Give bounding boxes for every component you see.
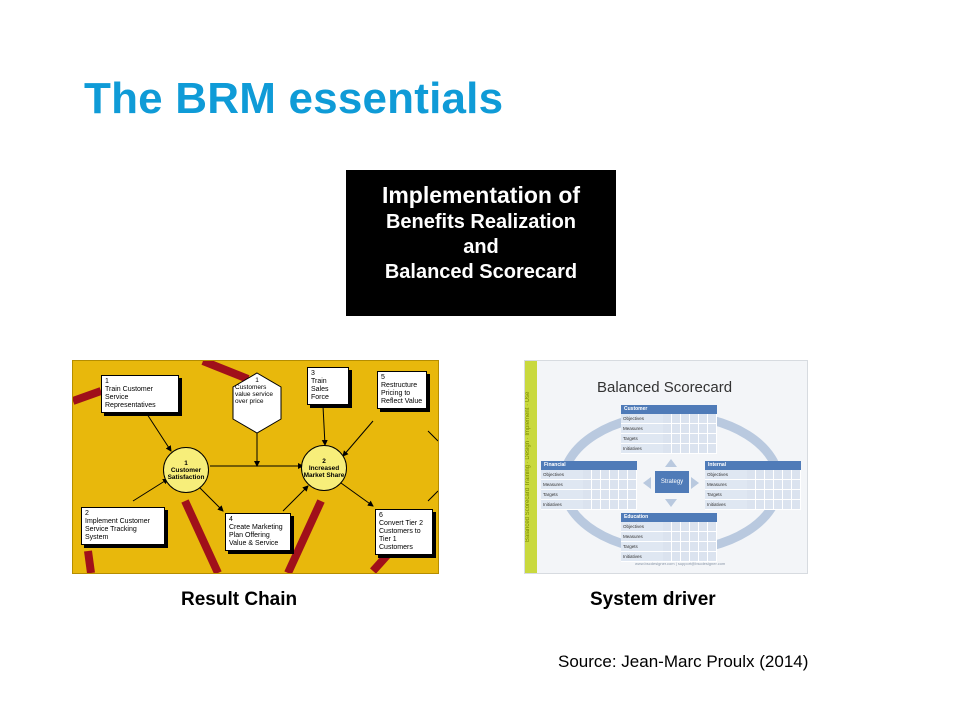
scorecard-panel-internal: Internal Objectives Measures Targets Ini… [705,461,801,510]
row-label: Objectives [621,522,663,531]
assumption-hexagon [232,372,282,434]
arrow [427,430,438,442]
row-label: Objectives [621,414,663,423]
slide-title: The BRM essentials [84,74,504,123]
outcome-circle: 2 Increased Market Share [301,445,347,491]
row-label: Initiatives [705,500,747,509]
arrow [321,405,328,446]
stripe [284,499,325,573]
row-label: Measures [621,424,663,433]
arrow [340,482,374,507]
result-node: 3 Train Sales Force [307,367,349,405]
stripe [201,361,250,383]
scorecard-panel-customer: Customer Objectives Measures Targets Ini… [621,405,717,454]
panel-header: Customer [621,405,717,414]
scorecard-sidebar [525,361,537,573]
row-label: Targets [621,542,663,551]
stripe [84,550,95,573]
banner-line-4: Balanced Scorecard [384,261,578,283]
assumption-node: 1 Customers value service over price [235,377,273,405]
panel-header: Internal [705,461,801,470]
stripe [181,499,222,573]
result-chain-caption: Result Chain [181,589,298,610]
row-label: Measures [621,532,663,541]
arrow-right-icon [691,477,699,489]
strategy-box: Strategy [655,471,689,493]
arrow [282,485,309,512]
row-label: Initiatives [541,500,583,509]
arrow [132,478,169,502]
row-label: Initiatives [621,552,663,561]
scorecard-title: Balanced Scorecard [597,379,733,396]
result-node: 1 Train Customer Service Representatives [101,375,179,413]
panel-header: Financial [541,461,637,470]
system-driver-caption: System driver [590,589,716,610]
balanced-scorecard-image: Balanced Scorecard Training · Design · I… [524,360,808,574]
banner-line-2: Benefits Realization [385,211,577,233]
row-label: Initiatives [621,444,663,453]
row-label: Measures [541,480,583,489]
row-label: Targets [621,434,663,443]
row-label: Targets [541,490,583,499]
implementation-banner: Implementation of Benefits Realization a… [346,170,616,316]
scorecard-panel-education: Education Objectives Measures Targets In… [621,513,717,562]
row-label: Measures [705,480,747,489]
banner-line-1: Implementation of [381,182,581,208]
arrow [342,420,374,457]
arrow-down-icon [665,499,677,507]
arrow [427,490,438,502]
arrow-up-icon [665,459,677,467]
result-node: 5 Restructure Pricing to Reflect Value [377,371,427,409]
arrow-left-icon [643,477,651,489]
row-label: Objectives [705,470,747,479]
source-citation: Source: Jean-Marc Proulx (2014) [558,652,809,671]
stripe [73,387,103,405]
panel-header: Education [621,513,717,522]
banner-line-3: and [463,236,499,258]
result-node: 2 Implement Customer Service Tracking Sy… [81,507,165,545]
result-chain-diagram: 1 Train Customer Service Representatives… [72,360,439,574]
outcome-circle: 1 Customer Satisfaction [163,447,209,493]
row-label: Objectives [541,470,583,479]
arrow [144,410,172,452]
result-node: 6 Convert Tier 2 Customers to Tier 1 Cus… [375,509,433,555]
row-label: Targets [705,490,747,499]
scorecard-footer: www.bscdesigner.com | support@bscdesigne… [635,561,726,566]
scorecard-panel-financial: Financial Objectives Measures Targets In… [541,461,637,510]
result-node: 4 Create Marketing Plan Offering Value &… [225,513,291,551]
